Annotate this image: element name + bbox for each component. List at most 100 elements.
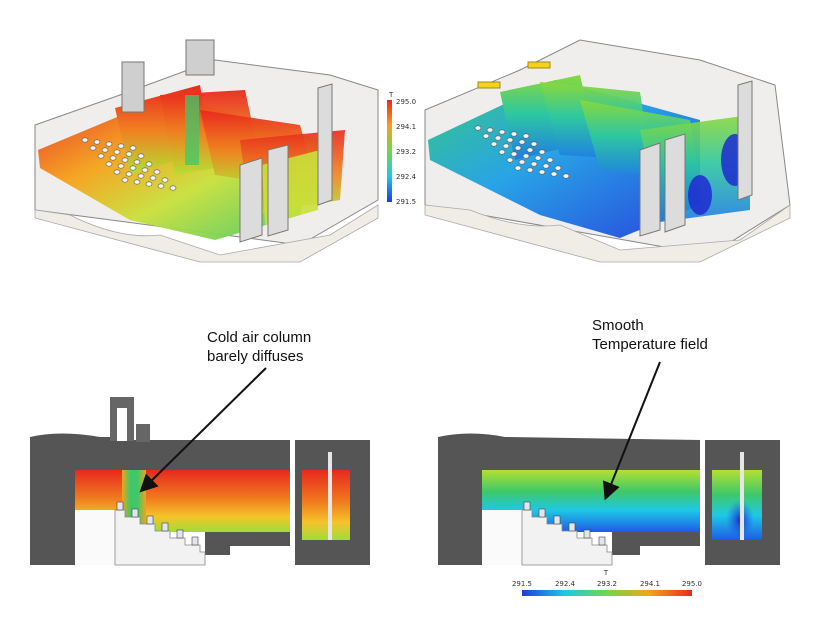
annotation-left-line-2: barely diffuses [207, 348, 304, 365]
horizontal-colorbar: T 291.5 292.4 293.2 294.1 295.0 [512, 569, 702, 596]
occupant-marker [562, 173, 570, 179]
annotation-arrow-right [602, 361, 661, 501]
occupant-marker [542, 163, 550, 169]
chimney-small [136, 424, 150, 442]
side-room-pipe [740, 452, 744, 540]
occupant-marker [145, 161, 153, 167]
bottom-left-section-view [30, 397, 370, 566]
occupant-marker [117, 163, 125, 169]
side-room-field [302, 470, 350, 540]
occupant-marker [522, 153, 530, 159]
occupant-marker [498, 129, 506, 135]
annotation-left-line-1: Cold air column [207, 329, 312, 346]
occupant-marker [125, 171, 133, 177]
occupant-marker [157, 183, 165, 189]
occupant-marker [518, 139, 526, 145]
occupant-marker [490, 141, 498, 147]
partition-wall-2 [664, 133, 686, 233]
horizontal-colorbar-tick-3: 294.1 [640, 580, 660, 588]
occupant-marker [89, 145, 97, 151]
annotation-arrow-left [139, 367, 267, 493]
occupant-marker [149, 175, 157, 181]
vertical-colorbar-tick-0: 295.0 [396, 98, 416, 106]
occupant-marker [502, 143, 510, 149]
lower-white-block [482, 510, 522, 565]
horizontal-colorbar-gradient [522, 590, 692, 596]
vent-yellow [477, 81, 501, 89]
occupant-marker [526, 147, 534, 153]
annotation-smooth-field: Smooth Temperature field [592, 316, 708, 354]
occupant-marker [146, 515, 154, 525]
seating-occupants [474, 125, 570, 179]
occupant-marker [116, 501, 124, 511]
vent-yellow-2 [527, 61, 551, 69]
occupant-marker [176, 529, 184, 539]
occupant-marker [113, 169, 121, 175]
occupant-marker [518, 159, 526, 165]
side-room-pipe [328, 452, 332, 540]
occupant-marker [494, 135, 502, 141]
occupant-marker [137, 173, 145, 179]
occupant-marker [105, 161, 113, 167]
chimney-right [185, 39, 215, 76]
room-floor [424, 204, 791, 263]
vertical-colorbar-gradient [387, 100, 392, 202]
top-right-3d-view [424, 39, 791, 263]
occupant-marker [141, 167, 149, 173]
occupant-marker [129, 165, 137, 171]
vertical-colorbar-tick-3: 292.4 [396, 173, 417, 181]
occupant-markers [116, 501, 199, 546]
partition-wall-2 [267, 144, 289, 237]
horizontal-colorbar-tick-1: 292.4 [555, 580, 576, 588]
occupant-marker [514, 145, 522, 151]
partition-wall-1 [239, 157, 263, 243]
occupant-marker [538, 169, 546, 175]
partition-wall-3 [737, 80, 753, 201]
horizontal-colorbar-tick-0: 291.5 [512, 580, 532, 588]
occupant-marker [169, 185, 177, 191]
occupant-marker [133, 159, 141, 165]
occupant-marker [510, 151, 518, 157]
occupant-marker [117, 143, 125, 149]
occupant-markers [523, 501, 606, 546]
occupant-marker [125, 151, 133, 157]
occupant-marker [538, 508, 546, 518]
occupant-marker [498, 149, 506, 155]
partition-wall-3 [317, 83, 333, 206]
horizontal-colorbar-tick-4: 295.0 [682, 580, 702, 588]
vertical-colorbar-tick-2: 293.2 [396, 148, 416, 156]
occupant-marker [113, 149, 121, 155]
vertical-colorbar-tick-4: 291.5 [396, 198, 416, 206]
occupant-marker [506, 137, 514, 143]
cold-jet [185, 95, 199, 165]
horizontal-colorbar-title: T [603, 569, 609, 577]
occupant-marker [121, 177, 129, 183]
occupant-marker [523, 501, 531, 511]
occupant-marker [514, 165, 522, 171]
partition-wall-1 [639, 142, 661, 237]
occupant-marker [568, 522, 576, 532]
occupant-marker [550, 171, 558, 177]
occupant-marker [161, 522, 169, 532]
occupant-marker [534, 155, 542, 161]
occupant-marker [482, 133, 490, 139]
occupant-marker [546, 157, 554, 163]
occupant-marker [553, 515, 561, 525]
lower-white-block [75, 510, 115, 565]
occupant-marker [137, 153, 145, 159]
occupant-marker [522, 133, 530, 139]
vertical-colorbar-tick-1: 294.1 [396, 123, 416, 131]
occupant-marker [105, 141, 113, 147]
top-left-3d-view [34, 39, 379, 263]
occupant-marker [153, 169, 161, 175]
occupant-marker [81, 137, 89, 143]
seating-occupants [81, 137, 177, 191]
occupant-marker [526, 167, 534, 173]
vertical-colorbar-title: T [388, 91, 394, 99]
annotation-right-line-1: Smooth [592, 317, 644, 334]
vertical-colorbar: T 295.0 294.1 293.2 292.4 291.5 [387, 91, 417, 206]
room-floor [34, 204, 379, 263]
occupant-marker [598, 536, 606, 546]
occupant-marker [145, 181, 153, 187]
occupant-marker [101, 147, 109, 153]
